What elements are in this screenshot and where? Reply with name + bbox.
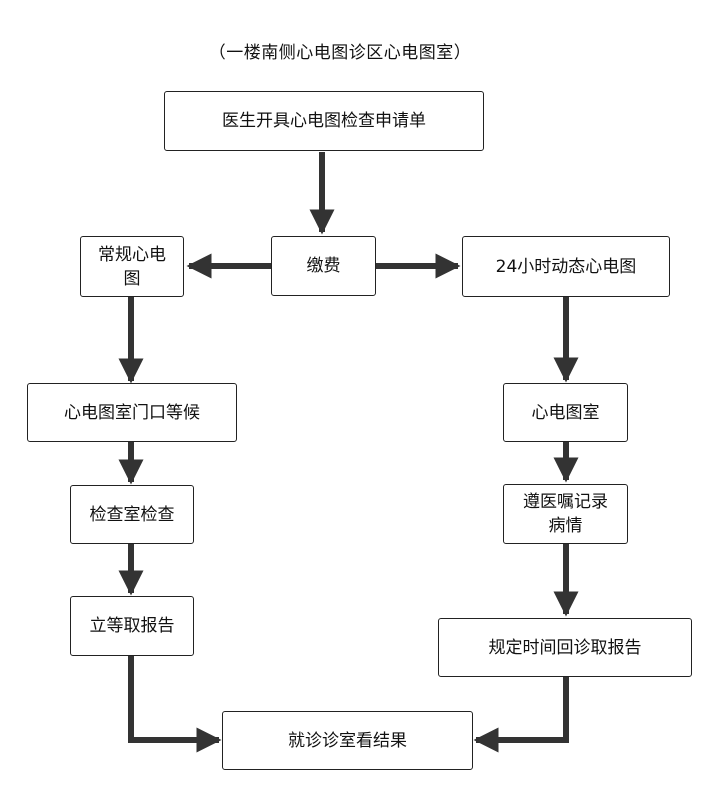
node-view-result: 就诊诊室看结果 <box>222 711 473 770</box>
node-exam-room: 检查室检查 <box>70 485 194 544</box>
node-wait-for-report: 立等取报告 <box>70 596 194 656</box>
arrow-return-to-result <box>473 677 569 753</box>
node-return-for-report: 规定时间回诊取报告 <box>438 618 692 677</box>
node-wait-at-door: 心电图室门口等候 <box>27 383 237 442</box>
node-pay: 缴费 <box>271 236 376 296</box>
arrow-report-to-result <box>128 656 222 753</box>
diagram-title: （一楼南侧心电图诊区心电图室） <box>208 43 472 63</box>
node-holter-ecg: 24小时动态心电图 <box>462 236 670 297</box>
node-routine-ecg: 常规心电图 <box>80 236 184 297</box>
node-follow-advice: 遵医嘱记录病情 <box>503 484 628 544</box>
node-ecg-room: 心电图室 <box>503 383 628 442</box>
node-doctor-request: 医生开具心电图检查申请单 <box>164 91 484 151</box>
